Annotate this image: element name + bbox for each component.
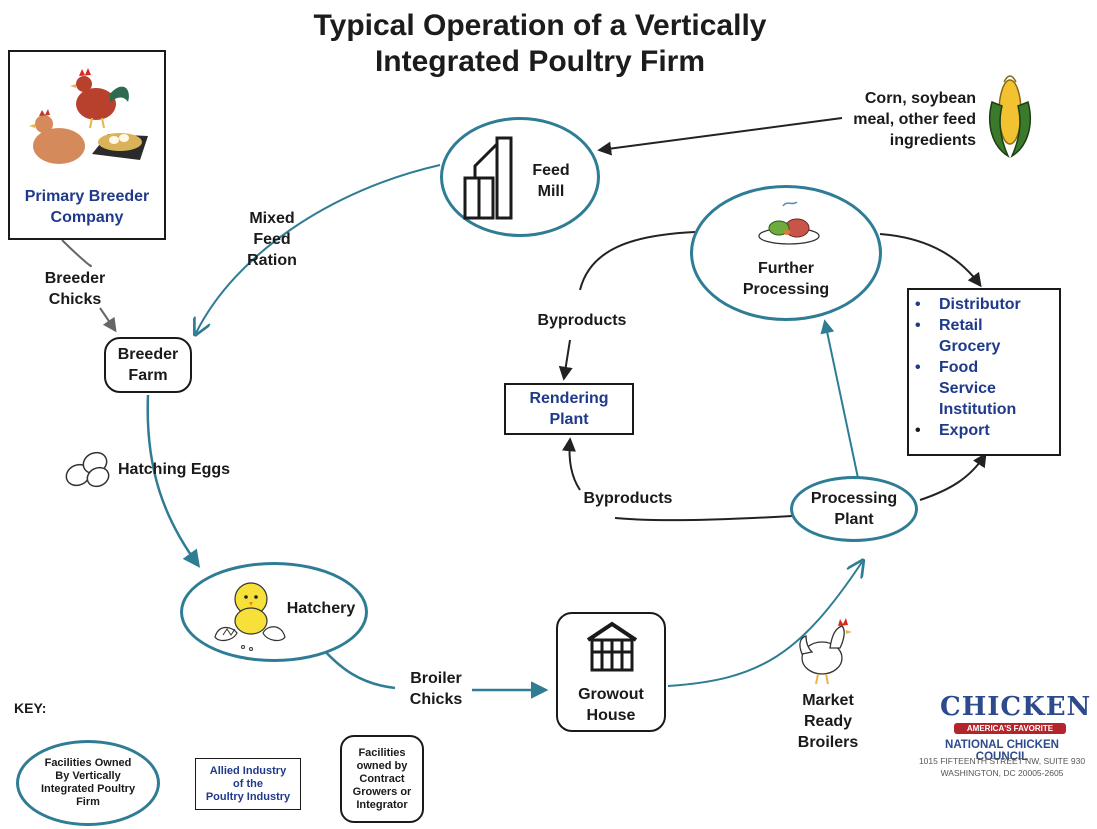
edge-label-market-ready: Market Ready Broilers (797, 692, 859, 751)
further-processing-node: Further Processing (690, 185, 882, 321)
destination-export: •Export (915, 422, 990, 439)
primary-breeder-label: Primary Breeder Company (24, 188, 150, 226)
feed-mill-icon (463, 136, 513, 220)
edge-label-byproducts-bottom: Byproducts (583, 490, 673, 507)
arrow-processing-to-destinations (919, 452, 987, 501)
primary-breeder-node: Primary Breeder Company (8, 50, 166, 240)
eggs-icon (65, 451, 110, 488)
edge-label-corn: Corn, soybean meal, other feed ingredien… (853, 90, 976, 149)
edge-label-broiler-chicks: Broiler Chicks (409, 670, 463, 708)
arrow-hatchery-to-growout (321, 647, 396, 690)
rooster-hen-nest-icon (29, 68, 148, 164)
arrow-processing-to-rendering (614, 515, 793, 522)
logo-address-1: 1015 FIFTEENTH STREET NW, SUITE 930 (918, 756, 1086, 766)
growout-house-label: Growout House (578, 686, 644, 724)
arrow-primarybreeder-to-breederfarm (61, 239, 92, 268)
key-allied-industry: Allied Industry of the Poultry Industry (195, 758, 301, 810)
growout-house-icon (586, 621, 638, 672)
processing-plant-node: Processing Plant (790, 476, 918, 542)
rendering-plant-node: Rendering Plant (504, 383, 634, 435)
hatching-chick-icon (214, 582, 286, 651)
arrow-further-to-rendering (579, 231, 696, 291)
feed-mill-label: Feed Mill (532, 162, 570, 200)
key-owned-facilities: Facilities Owned By Vertically Integrate… (16, 740, 160, 826)
edge-label-breeder-chicks: Breeder Chicks (44, 270, 106, 308)
hatchery-label: Hatchery (286, 600, 356, 617)
page-title: Typical Operation of a Vertically Integr… (313, 9, 767, 78)
corn-icon (989, 75, 1031, 158)
arrow-breederfarm-to-hatchery (146, 394, 201, 568)
chicken-wordmark: CHICKEN (940, 692, 1092, 722)
arrow-feedmill-to-breederfarm (196, 164, 441, 333)
logo-org: NATIONAL CHICKEN COUNCIL (945, 739, 1059, 763)
key-heading: KEY: (14, 700, 47, 716)
destination-distributor: •Distributor (915, 296, 1021, 313)
plated-food-icon (758, 201, 820, 245)
arrow-corn-to-feedmill (597, 117, 843, 156)
key-contract-growers: Facilities owned by Contract Growers or … (340, 735, 424, 823)
edge-label-hatching-eggs: Hatching Eggs (118, 461, 231, 478)
hatchery-node: Hatchery (180, 562, 368, 662)
arrow-processing-to-further (820, 319, 859, 479)
logo-address-2: WASHINGTON, DC 20005-2605 (940, 768, 1064, 778)
growout-house-node: Growout House (556, 612, 666, 732)
feed-mill-node: Feed Mill (440, 117, 600, 237)
arrow-growout-to-processing (667, 562, 862, 687)
arrow-further-to-destinations (879, 233, 982, 288)
broiler-chicken-icon (799, 618, 852, 685)
edge-label-mixed-feed: Mixed Feed Ration (247, 210, 297, 269)
logo-banner: AMERICA'S FAVORITE (954, 723, 1066, 734)
breeder-farm-node: Breeder Farm (104, 337, 192, 393)
further-processing-label: Further Processing (742, 260, 830, 298)
national-chicken-council-logo: CHICKEN AMERICA'S FAVORITE NATIONAL CHIC… (918, 692, 1092, 802)
edge-label-byproducts-top: Byproducts (537, 312, 627, 329)
